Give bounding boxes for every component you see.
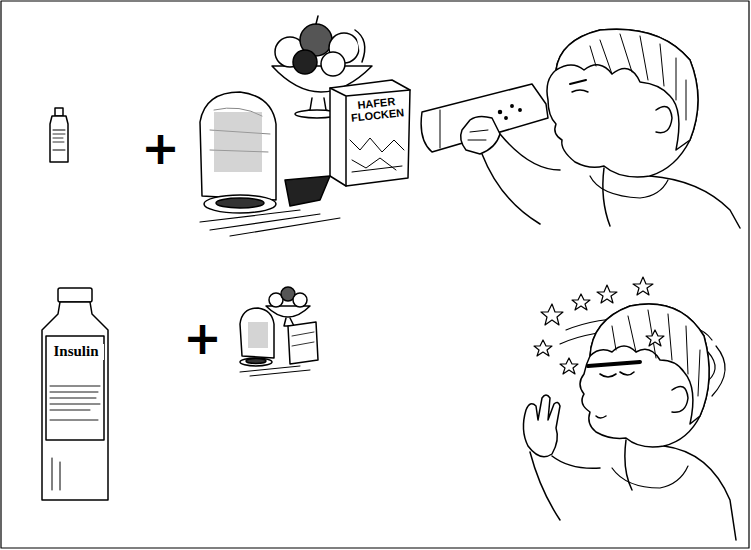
plus-sign: +	[140, 124, 181, 172]
bottle-label: Insulin	[48, 344, 104, 360]
boy-drinking	[421, 29, 740, 228]
large-insulin-bottle	[42, 288, 108, 500]
large-food-group	[200, 16, 410, 236]
dizzy-boy	[523, 277, 736, 540]
small-insulin-vial	[50, 108, 68, 162]
small-food-group	[240, 287, 318, 376]
plus-sign: +	[182, 314, 223, 362]
